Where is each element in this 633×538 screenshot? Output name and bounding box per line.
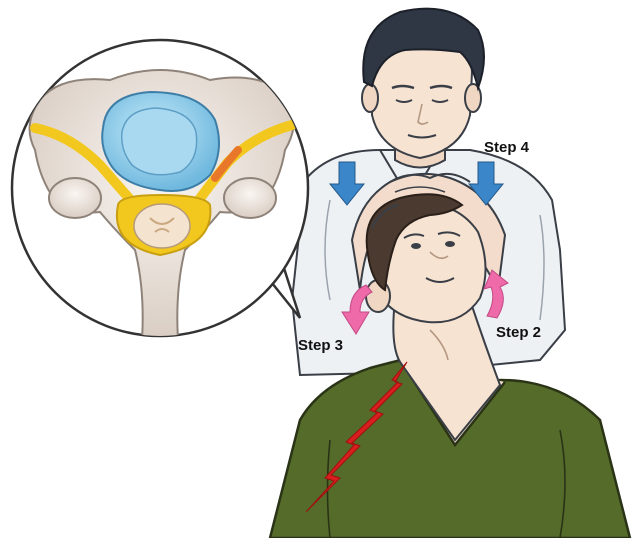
step-3-label: Step 3 [298, 337, 343, 354]
step-4-label: Step 4 [484, 139, 530, 156]
vertebra-callout [12, 40, 308, 340]
step-2-label: Step 2 [496, 324, 541, 341]
